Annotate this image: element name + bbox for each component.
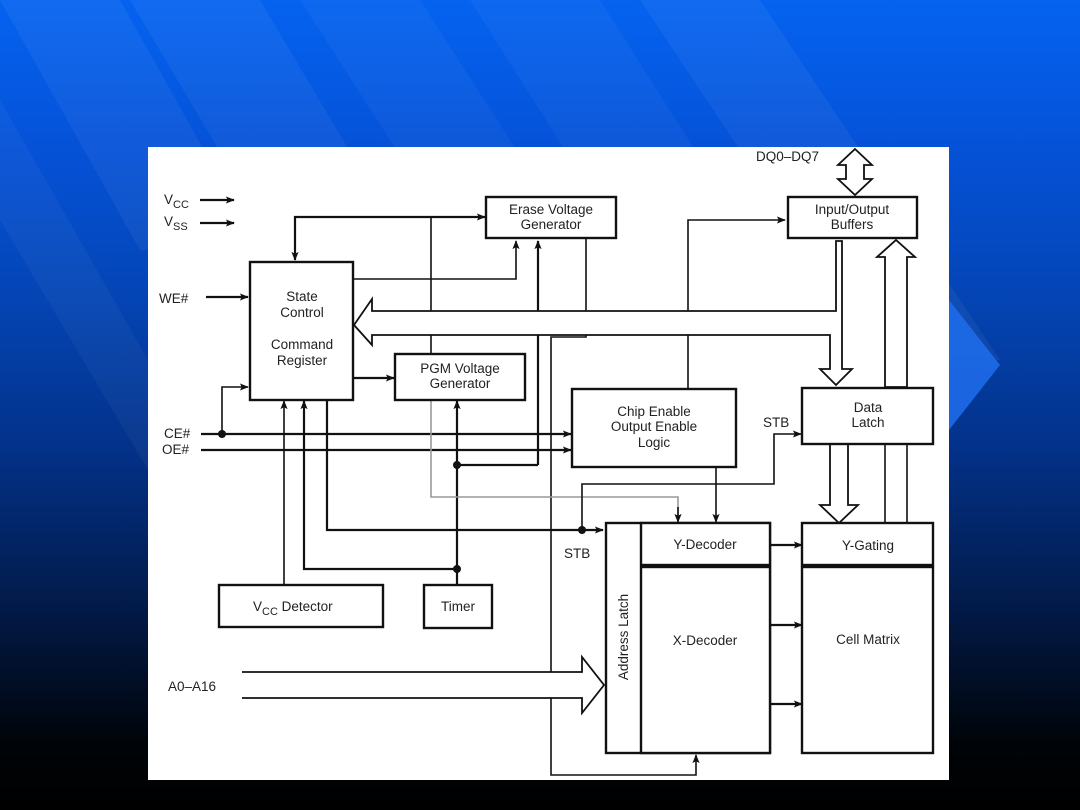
dq-label: DQ0–DQ7 — [756, 149, 819, 164]
cell-matrix — [800, 565, 935, 755]
bus-address — [242, 654, 606, 716]
vcc-label: VCC — [164, 192, 189, 211]
chevron-decoration — [949, 300, 1000, 430]
ce-logic-label-1: Chip Enable — [617, 404, 691, 419]
state-control-label-2: Control — [280, 305, 324, 320]
erase-gen-label-1: Erase Voltage — [509, 202, 593, 217]
pgm-gen-label-1: PGM Voltage — [420, 361, 500, 376]
ce-label: CE# — [164, 426, 191, 441]
ce-logic-label-2: Output Enable — [611, 419, 697, 434]
wire-top-bus — [293, 213, 486, 260]
x-decoder — [639, 565, 772, 755]
bus-latch-to-io — [874, 238, 918, 388]
vcc-detector-label: VCC Detector — [253, 599, 333, 618]
y-decoder-label: Y-Decoder — [673, 537, 737, 552]
address-bus-label: A0–A16 — [168, 679, 216, 694]
y-decoder — [639, 521, 772, 567]
flash-block-diagram: Erase Voltage Generator Input/Output Buf… — [159, 147, 935, 776]
erase-voltage-generator — [484, 195, 618, 240]
oe-label: OE# — [162, 442, 190, 457]
cell-matrix-label: Cell Matrix — [836, 632, 900, 647]
junction-stb — [578, 526, 586, 534]
junction-timer-lower — [453, 565, 461, 573]
stb-data-latch-label: STB — [763, 415, 789, 430]
wire-sc-to-address-stb — [325, 401, 604, 534]
io-buffers-label-2: Buffers — [831, 217, 874, 232]
diagram-panel: Erase Voltage Generator Input/Output Buf… — [148, 147, 949, 780]
state-control-label-1: State — [286, 289, 318, 304]
y-gating-label: Y-Gating — [842, 538, 894, 553]
io-buffers — [786, 195, 919, 240]
data-latch-label-1: Data — [854, 400, 883, 415]
wire-timer-to-sc — [300, 400, 457, 571]
pgm-voltage-generator — [393, 352, 527, 402]
address-latch-label: Address Latch — [616, 594, 631, 680]
state-control-command-register — [248, 260, 355, 402]
data-latch-label-2: Latch — [851, 415, 884, 430]
vss-label: VSS — [164, 214, 188, 233]
bus-dq — [835, 147, 875, 197]
stb-address-latch-label: STB — [564, 546, 590, 561]
command-register-label-2: Register — [277, 353, 328, 368]
bus-latch-to-ygating — [817, 443, 861, 525]
erase-gen-label-2: Generator — [521, 217, 582, 232]
wire-ce-to-sc — [221, 383, 249, 434]
junction-ce — [218, 430, 226, 438]
we-label: WE# — [159, 291, 189, 306]
wire-stb-to-data-latch — [581, 430, 802, 530]
vcc-detector — [217, 583, 385, 629]
x-decoder-label: X-Decoder — [673, 633, 738, 648]
data-latch — [800, 386, 935, 446]
junction-timer-upper — [453, 461, 461, 469]
command-register-label-1: Command — [271, 337, 333, 352]
wire-to-io-buffers — [687, 216, 786, 313]
wires-ygating-to-io — [884, 444, 908, 523]
chip-enable-output-enable-logic — [570, 387, 738, 469]
y-gating — [800, 521, 935, 567]
bus-internal-to-sc — [352, 240, 855, 387]
timer-label: Timer — [441, 599, 475, 614]
wire-sc-to-erase — [354, 240, 520, 280]
io-buffers-label-1: Input/Output — [815, 202, 890, 217]
pgm-gen-label-2: Generator — [430, 376, 491, 391]
ce-logic-label-3: Logic — [638, 435, 671, 450]
timer — [422, 583, 494, 630]
